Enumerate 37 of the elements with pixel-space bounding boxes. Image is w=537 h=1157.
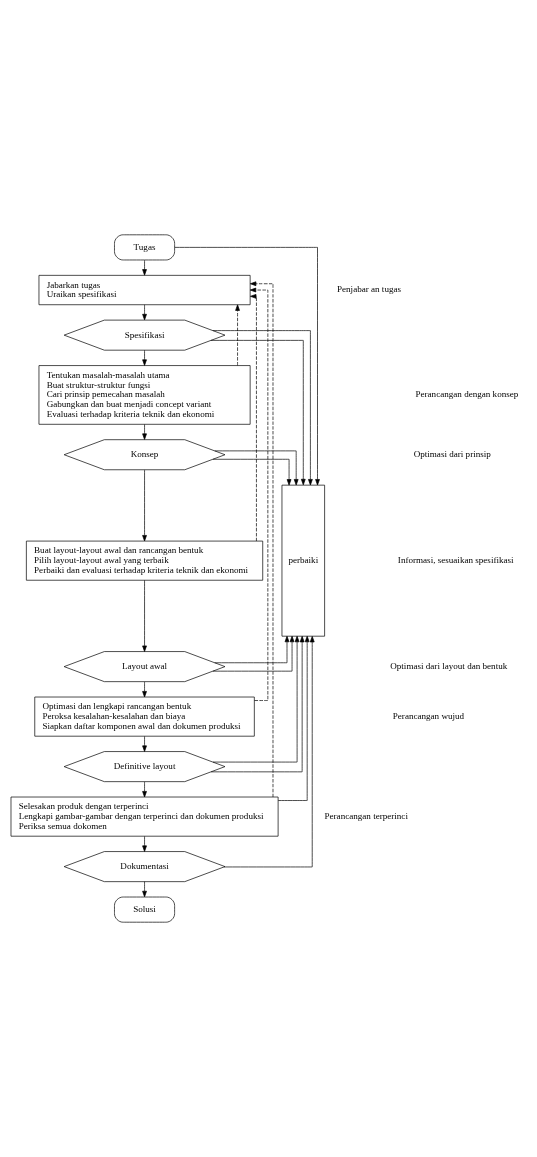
arrow [142,881,147,898]
node-box: Selesakan produk dengan terperinci Lengkapi gambar-gambar dengan terperinci dan dokumen produksi Periksa semua dokomen [10,796,279,837]
arrow [249,287,269,701]
label: Perancangan dengan konsep [415,389,519,400]
label: Optimasi dari prinsip [413,449,491,460]
arrow [235,304,240,366]
label: Penjabar an tugas [337,284,402,295]
node-box: Buat layout-layout awal dan rancangan bentuk Pilih layout-layout awal yang terbaik Perbaiki dan evaluasi terhadap kriteria teknik dan ekonomi [26,540,264,581]
node-box: Jabarkan tugas Uraikan spesifikasi [38,275,251,306]
arrow [142,736,147,752]
arrow [142,259,147,276]
arrow [142,681,147,698]
arrow [212,458,292,486]
node-box: Tentukan masalah-masalah utama Buat struktur-struktur fungsi Cari prinsip pemecahan masalah Gabungkan dan buat menjadi concept variant Evaluasi terhadap kriteria teknik dan ekonomi [38,365,251,425]
label: Informasi, sesuaikan spesifikasi [397,555,514,566]
arrow [142,781,147,798]
arrow [214,635,290,664]
arrow [142,580,147,652]
label: Perancangan terperinci [324,810,408,821]
node-box: Optimasi dan lengkapi rancangan bentuk Peroksa kesalahan-kesalahan dan biaya Siapkan daftar komponen awal dan dokumen produksi [34,696,255,737]
arrow [142,304,147,321]
node-box: Tugas [114,234,175,261]
arrow [174,247,320,486]
node-box: perbaiki [281,484,325,637]
arrow [214,450,299,486]
arrow [249,281,274,798]
arrow [223,636,315,868]
arrow [277,635,310,801]
arrow [212,635,295,672]
node-box: Solusi [114,896,175,923]
label: Perancangan wujud [392,710,465,721]
label: Optimasi dari layout dan bentuk [390,660,508,671]
arrow [142,836,147,852]
arrow [250,294,257,542]
arrow [142,469,147,542]
arrow [142,424,147,440]
arrow [142,349,147,366]
